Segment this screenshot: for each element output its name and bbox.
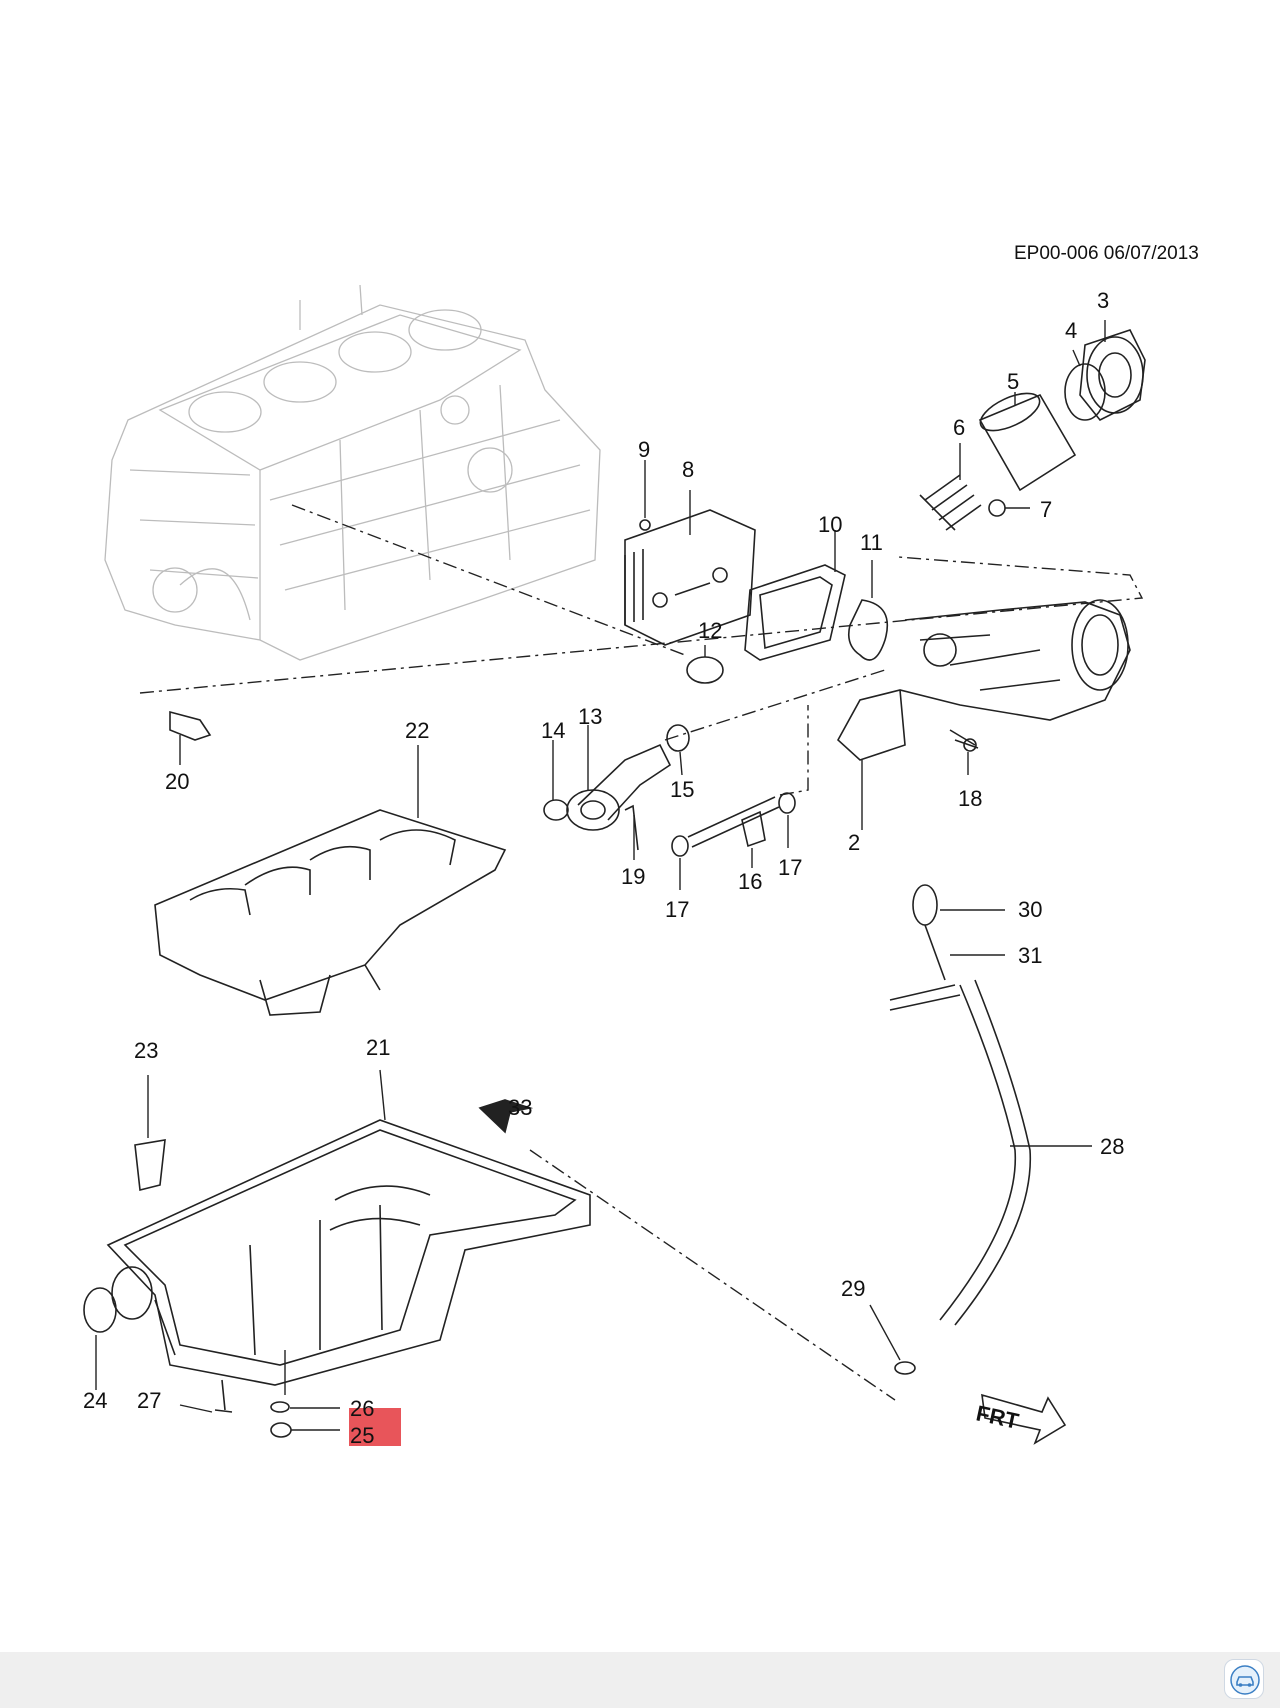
callout-11: 11 (860, 530, 883, 555)
callout-7: 7 (1040, 497, 1052, 522)
callout-13: 13 (578, 704, 602, 729)
app-shortcut-button[interactable] (1224, 1659, 1264, 1699)
callout-29: 29 (841, 1276, 865, 1301)
part-oil-tube (671, 792, 796, 890)
callout-15: 15 (670, 777, 694, 802)
callout-17: 17 (665, 897, 689, 922)
part-cooler-gaskets (686, 530, 889, 684)
part-oil-cooler (624, 460, 756, 646)
part-windage-tray (154, 745, 507, 1016)
callout-28: 28 (1100, 1134, 1124, 1159)
exploded-parts-diagram: EP00-006 06/07/2013 (83, 243, 1199, 1448)
part-bolts-sensor (169, 710, 979, 775)
callout-12: 12 (698, 618, 722, 643)
callout-9: 9 (638, 437, 650, 462)
callout-2: 2 (848, 830, 860, 855)
callout-4: 4 (1065, 318, 1077, 343)
flow-lines (139, 504, 1144, 1401)
callout-21: 21 (366, 1035, 390, 1060)
callout-24: 24 (83, 1388, 107, 1413)
callout-16: 16 (738, 869, 762, 894)
callout-18: 18 (958, 786, 982, 811)
callout-25: 25 (350, 1423, 374, 1448)
callout-26: 26 (350, 1396, 374, 1421)
front-direction-arrow: FRT (974, 1393, 1067, 1445)
part-filter-element (919, 392, 1077, 531)
car-assistant-icon (1230, 1665, 1260, 1695)
callout-33: 33 (508, 1095, 532, 1120)
part-filter-cap (1064, 320, 1146, 422)
diagram-header: EP00-006 06/07/2013 (1014, 243, 1199, 264)
callout-19: 19 (621, 864, 645, 889)
callout-30: 30 (1018, 897, 1042, 922)
part-oil-pan (83, 1069, 591, 1438)
callout-31: 31 (1018, 943, 1042, 968)
part-oil-pipe (543, 724, 690, 860)
callout-22: 22 (405, 718, 429, 743)
callout-20: 20 (165, 769, 189, 794)
callout-6: 6 (953, 415, 965, 440)
part-oil-filter-housing (836, 599, 1131, 830)
engine-block (104, 284, 601, 661)
callout-3: 3 (1097, 288, 1109, 313)
callout-8: 8 (682, 457, 694, 482)
callout-10: 10 (818, 512, 842, 537)
callout-5: 5 (1007, 369, 1019, 394)
bottom-bar (0, 1652, 1280, 1708)
callout-numbers: 2 3 4 5 6 7 8 9 10 11 12 13 14 15 16 17 … (83, 288, 1124, 1448)
callout-14: 14 (541, 718, 565, 743)
callout-23: 23 (134, 1038, 158, 1063)
part-dipstick (869, 884, 1092, 1375)
callout-highlight (349, 1408, 401, 1446)
callout-27: 27 (137, 1388, 161, 1413)
callout-17: 17 (778, 855, 802, 880)
